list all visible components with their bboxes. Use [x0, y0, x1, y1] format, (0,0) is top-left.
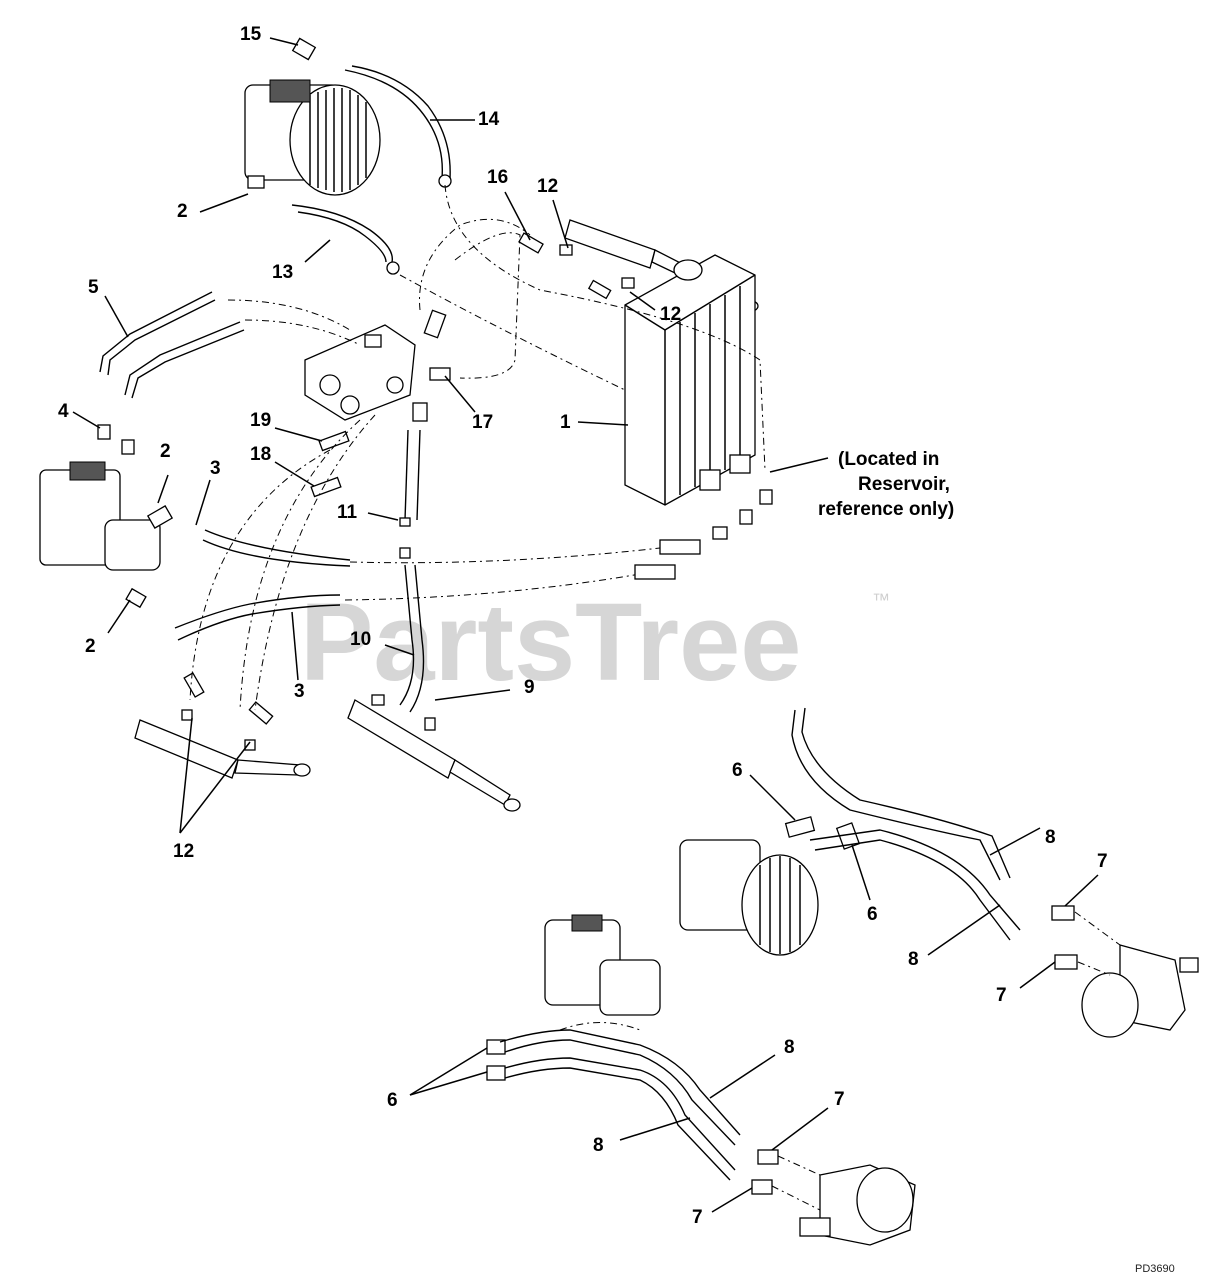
hose-5a — [107, 299, 216, 376]
callout-2-left: 2 — [160, 441, 171, 462]
left-hydraulic-pump — [39, 424, 174, 609]
hose-5b — [124, 321, 241, 396]
fitting-18 — [310, 476, 342, 498]
leader-lines — [72, 37, 1099, 1213]
fitting-19 — [318, 430, 350, 452]
right-pump-and-wheel-motor — [679, 707, 1199, 1038]
callout-12-upper-a: 12 — [537, 176, 558, 197]
center-steering-cylinder — [347, 694, 521, 812]
callout-8-bottom-b: 8 — [593, 1135, 604, 1156]
hose-14 — [344, 69, 444, 179]
callout-12-lower: 12 — [173, 841, 194, 862]
callout-8-right-b: 8 — [908, 949, 919, 970]
hose-3a — [204, 529, 351, 561]
hose-3b — [174, 594, 341, 629]
callout-8-right-a: 8 — [1045, 827, 1056, 848]
callout-5: 5 — [88, 277, 99, 298]
callout-1: 1 — [560, 412, 571, 433]
drawing-code: PD3690 — [1135, 1263, 1175, 1275]
callout-8-bottom-a: 8 — [784, 1037, 795, 1058]
lower-left-steering-cylinder — [134, 672, 311, 779]
callout-10: 10 — [350, 629, 371, 650]
top-hydraulic-pump — [244, 37, 381, 196]
bottom-pump-and-wheel-motor — [486, 914, 916, 1246]
callout-4: 4 — [58, 401, 69, 422]
callout-7-bottom-b: 7 — [692, 1207, 703, 1228]
reservoir-note-line3: reference only) — [818, 499, 954, 520]
callout-3-upper: 3 — [210, 458, 221, 479]
callout-17: 17 — [472, 412, 493, 433]
callout-16: 16 — [487, 167, 508, 188]
callout-19: 19 — [250, 410, 271, 431]
callout-7-right-a: 7 — [1097, 851, 1108, 872]
hose-10 — [399, 564, 415, 706]
callout-7-right-b: 7 — [996, 985, 1007, 1006]
callout-15: 15 — [240, 24, 262, 45]
callout-3-lower: 3 — [294, 681, 305, 702]
callout-7-bottom-a: 7 — [834, 1089, 845, 1110]
callout-12-upper-b: 12 — [660, 304, 681, 325]
callout-6-bottom: 6 — [387, 1090, 398, 1111]
watermark-brand: PartsTree — [300, 581, 801, 704]
callout-2-bottom: 2 — [85, 636, 96, 657]
callout-18: 18 — [250, 444, 271, 465]
callout-11: 11 — [337, 502, 358, 523]
callout-6-right-b: 6 — [867, 904, 878, 925]
reservoir-note-line1: (Located in — [838, 449, 939, 470]
callout-2-top: 2 — [177, 201, 188, 222]
callout-14: 14 — [478, 109, 500, 130]
callout-13: 13 — [272, 262, 293, 283]
watermark-trademark: ™ — [872, 590, 890, 610]
callout-6-right-a: 6 — [732, 760, 743, 781]
callout-9: 9 — [524, 677, 535, 698]
reservoir-cooler — [624, 254, 773, 540]
control-valve — [304, 309, 451, 422]
reservoir-note-line2: Reservoir, — [858, 474, 950, 495]
hose-13 — [291, 204, 394, 263]
